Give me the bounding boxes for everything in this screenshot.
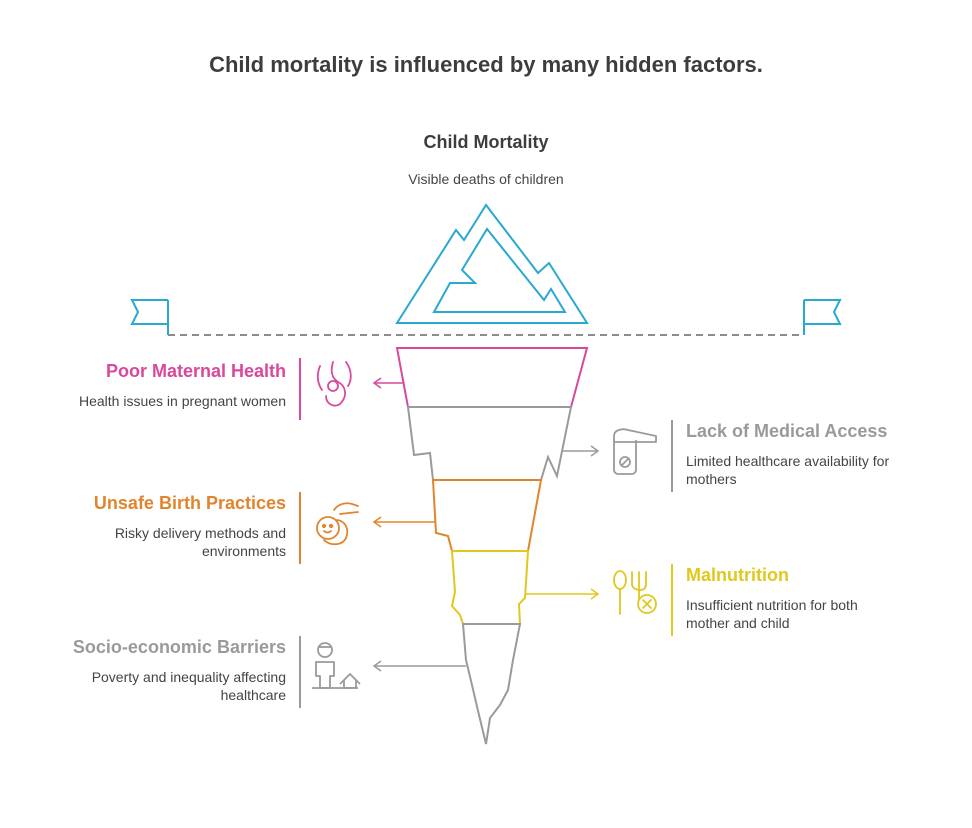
band-malnutrition: [450, 550, 530, 625]
left-flag-icon: [130, 299, 169, 335]
label-description: Poverty and inequality affecting healthc…: [91, 669, 286, 703]
band-lack-of-medical-access: [406, 406, 573, 481]
label-lack-of-medical-access: Lack of Medical Access Limited healthcar…: [686, 421, 936, 488]
label-title: Poor Maternal Health: [105, 361, 286, 381]
label-title: Socio-economic Barriers: [72, 637, 286, 657]
label-title: Malnutrition: [686, 565, 789, 585]
diagram-title: Child mortality is influenced by many hi…: [209, 52, 763, 77]
pregnant-woman-icon: [316, 361, 352, 407]
band-poor-maternal-health: [395, 347, 589, 408]
label-title: Unsafe Birth Practices: [93, 493, 286, 513]
band-socio-economic-barriers: [461, 623, 522, 745]
label-title: Lack of Medical Access: [686, 421, 888, 441]
baby-hand-icon: [316, 502, 359, 546]
arrow-lack-of-medical-access: [562, 445, 600, 457]
person-house-icon: [312, 642, 361, 689]
label-description: Risky delivery methods and environments: [114, 525, 286, 559]
label-unsafe-birth-practices: Unsafe Birth Practices Risky delivery me…: [26, 493, 286, 560]
arrow-malnutrition: [526, 588, 600, 600]
label-description: Limited healthcare availability for moth…: [686, 453, 890, 487]
locked-door-icon: [613, 428, 657, 475]
label-socio-economic-barriers: Socio-economic Barriers Poverty and ineq…: [26, 637, 286, 704]
arrow-socio-economic-barriers: [372, 660, 466, 672]
arrow-poor-maternal-health: [372, 377, 404, 389]
right-flag-icon: [803, 299, 842, 335]
label-description: Insufficient nutrition for both mother a…: [686, 597, 858, 631]
band-unsafe-birth-practices: [431, 479, 543, 552]
iceberg-tip: [395, 203, 589, 324]
no-food-icon: [613, 570, 657, 615]
label-poor-maternal-health: Poor Maternal Health Health issues in pr…: [26, 361, 286, 410]
arrow-unsafe-birth-practices: [372, 516, 436, 528]
tip-description: Visible deaths of children: [408, 171, 564, 187]
label-malnutrition: Malnutrition Insufficient nutrition for …: [686, 565, 936, 632]
tip-title: Child Mortality: [423, 132, 549, 152]
label-description: Health issues in pregnant women: [78, 393, 286, 409]
